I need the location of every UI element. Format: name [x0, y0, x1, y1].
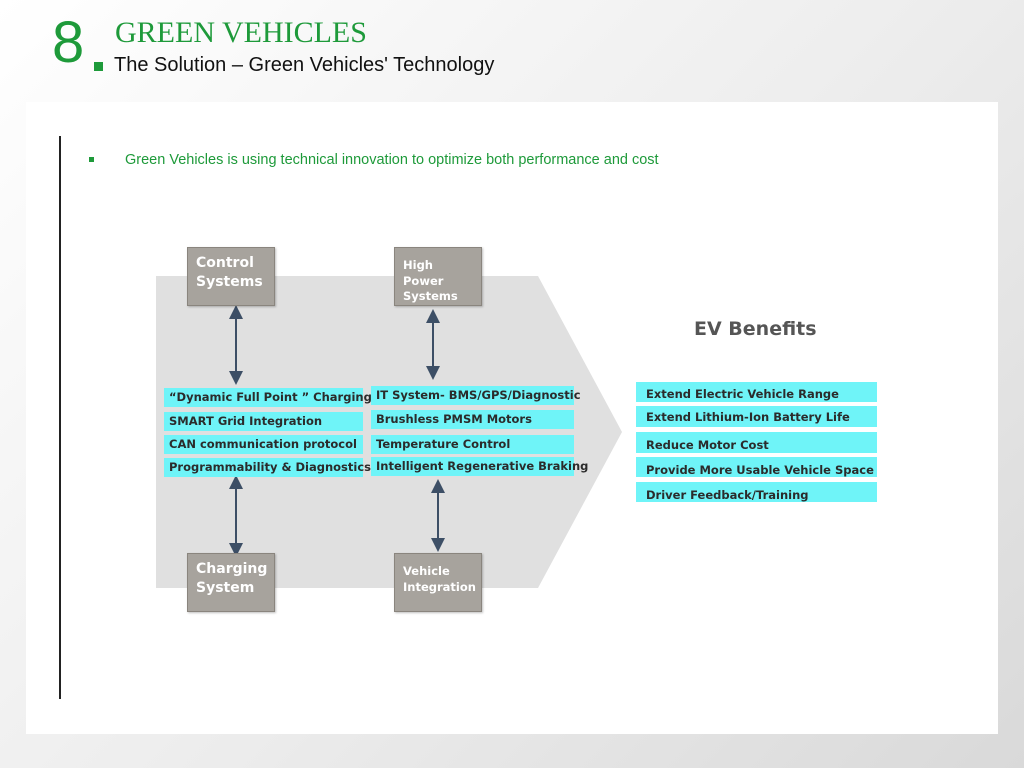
vertical-divider [59, 136, 61, 699]
slide-subtitle: The Solution – Green Vehicles' Technolog… [114, 54, 495, 76]
control-item: CAN communication protocol [164, 435, 363, 454]
high-power-systems-box: High Power Systems [394, 247, 482, 306]
slide-title: GREEN VEHICLES [115, 16, 367, 49]
slide-number-dot [94, 62, 103, 71]
control-systems-box: Control Systems [187, 247, 275, 306]
high-power-item: Temperature Control [371, 435, 574, 454]
bullet-text: Green Vehicles is using technical innova… [125, 152, 659, 168]
control-item: “Dynamic Full Point ” Charging [164, 388, 372, 407]
chevron-arrow-shape [156, 276, 622, 588]
high-power-item: IT System- BMS/GPS/Diagnostic [371, 386, 581, 405]
high-power-item: Brushless PMSM Motors [371, 410, 574, 429]
control-item: SMART Grid Integration [164, 412, 363, 431]
control-item: Programmability & Diagnostics [164, 458, 371, 477]
bullet-icon [89, 157, 94, 162]
high-power-item: Intelligent Regenerative Braking [371, 457, 588, 476]
ev-benefits-title: EV Benefits [694, 318, 817, 340]
ev-benefit-item: Provide More Usable Vehicle Space [636, 457, 877, 477]
vehicle-integration-box: Vehicle Integration [394, 553, 482, 612]
ev-benefit-item: Reduce Motor Cost [636, 432, 877, 453]
slide-number: 8 [52, 10, 85, 75]
ev-benefit-item: Extend Electric Vehicle Range [636, 382, 877, 402]
ev-benefit-item: Driver Feedback/Training [636, 482, 877, 502]
charging-system-box: Charging System [187, 553, 275, 612]
ev-benefit-item: Extend Lithium-Ion Battery Life [636, 406, 877, 427]
